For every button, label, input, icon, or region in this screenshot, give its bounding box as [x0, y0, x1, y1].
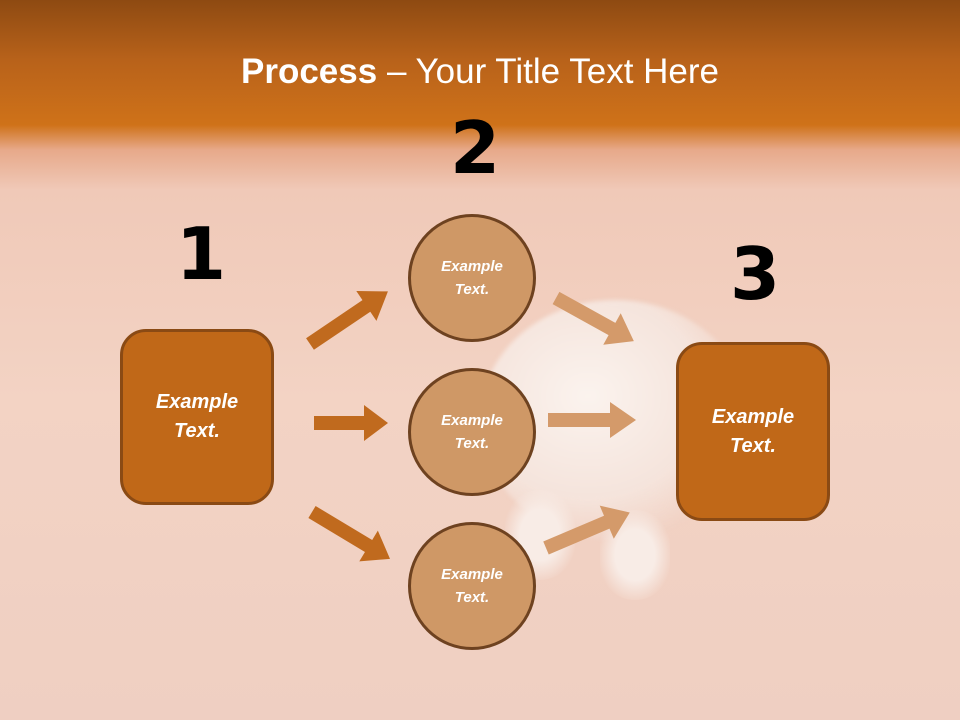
step-number-1: 1	[176, 212, 227, 296]
box-text: Example	[155, 391, 239, 413]
circle-text: Text.	[454, 589, 490, 606]
title-rest: – Your Title Text Here	[377, 52, 719, 91]
title-bold: Process	[241, 52, 378, 91]
box-text: Text.	[730, 434, 776, 457]
circle-text: Example	[441, 412, 503, 429]
arrow-icon	[308, 505, 391, 562]
arrow-icon	[543, 505, 630, 555]
box-text: Example	[711, 405, 795, 428]
circle-text: Text.	[454, 435, 490, 452]
arrow-icon	[314, 405, 388, 441]
box-text: Text.	[174, 420, 220, 442]
circle-text: Example	[441, 566, 503, 583]
circle-text: Example	[441, 258, 503, 275]
arrow-icon	[552, 291, 634, 345]
arrow-icon	[306, 291, 388, 350]
arrow-icon	[548, 402, 636, 438]
step-number-3: 3	[730, 232, 781, 316]
circle-text: Text.	[454, 281, 490, 298]
step-number-2: 2	[450, 106, 501, 190]
slide-title: Process – Your Title Text Here	[0, 52, 960, 92]
